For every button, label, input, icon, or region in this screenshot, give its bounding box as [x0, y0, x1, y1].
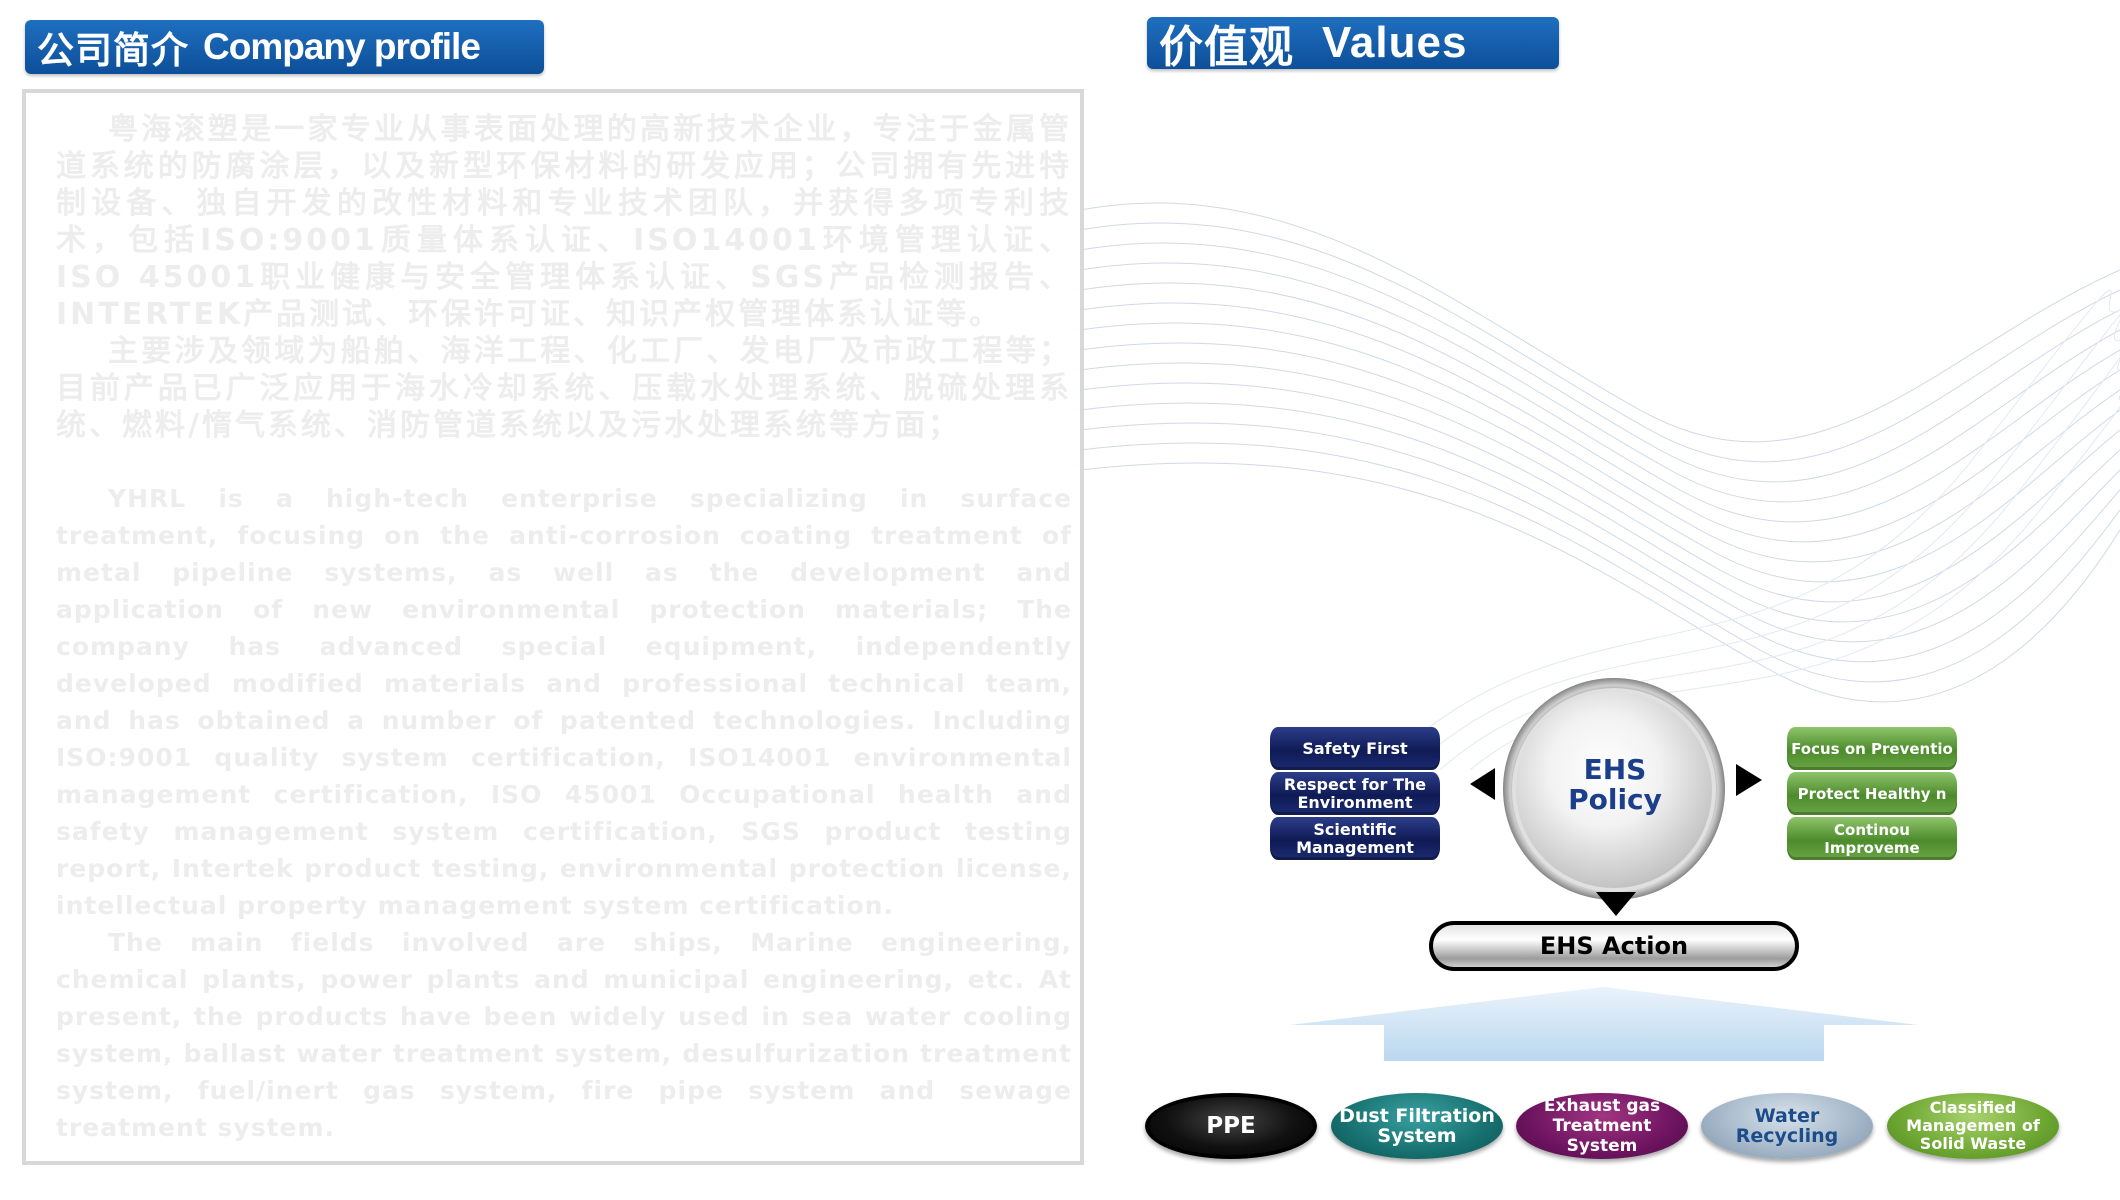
title-right-en: Values: [1322, 18, 1468, 67]
title-left-zh: 公司简介: [37, 29, 189, 72]
right-bar-continuous-improvement: Continou Improveme: [1787, 817, 1957, 860]
values-title: 价值观 Values: [1147, 17, 1559, 73]
profile-text: 粤海滚塑是一家专业从事表面处理的高新技术企业，专注于金属管道系统的防腐涂层，以及…: [56, 111, 1072, 1146]
company-profile-panel: 粤海滚塑是一家专业从事表面处理的高新技术企业，专注于金属管道系统的防腐涂层，以及…: [22, 89, 1084, 1165]
right-bar-focus-prevention: Focus on Preventio: [1787, 727, 1957, 770]
ehs-policy-circle: [1512, 688, 1716, 892]
up-arrow-icon: [1290, 987, 1918, 1061]
pill-water-recycling: Water Recycling: [1701, 1093, 1873, 1159]
ehs-policy-label: EHS Policy: [1568, 753, 1662, 816]
pill-exhaust-gas-treatment: Exhaust gas Treatment System: [1516, 1093, 1688, 1159]
pill-solid-waste: Classified Managemen of Solid Waste: [1887, 1093, 2059, 1159]
company-profile-title: 公司简介 Company profile: [25, 20, 544, 74]
left-bar-scientific-management: Scientific Management: [1270, 817, 1440, 860]
arrow-down-icon: [1596, 892, 1636, 916]
ehs-action-bar: EHS Action: [1429, 921, 1799, 971]
profile-zh-paragraph-2: 主要涉及领域为船舶、海洋工程、化工厂、发电厂及市政工程等；目前产品已广泛应用于海…: [56, 334, 1072, 443]
pill-dust-filtration: Dust Filtration System: [1331, 1093, 1503, 1159]
profile-zh-paragraph-1: 粤海滚塑是一家专业从事表面处理的高新技术企业，专注于金属管道系统的防腐涂层，以及…: [56, 112, 1072, 332]
title-left-en: Company profile: [203, 26, 481, 67]
profile-en-paragraph-2: The main fields involved are ships, Mari…: [56, 928, 1072, 1142]
pill-ppe: PPE: [1145, 1093, 1317, 1159]
arrow-left-icon: [1470, 768, 1495, 800]
arrow-right-icon: [1736, 764, 1762, 796]
right-bar-protect-healthy: Protect Healthy n: [1787, 772, 1957, 815]
title-right-zh: 价值观: [1159, 22, 1294, 73]
profile-en-paragraph-1: YHRL is a high-tech enterprise specializ…: [56, 484, 1072, 920]
wave-background: [1080, 202, 2120, 770]
left-bar-respect-environment: Respect for The Environment: [1270, 772, 1440, 815]
left-bar-safety-first: Safety First: [1270, 727, 1440, 770]
